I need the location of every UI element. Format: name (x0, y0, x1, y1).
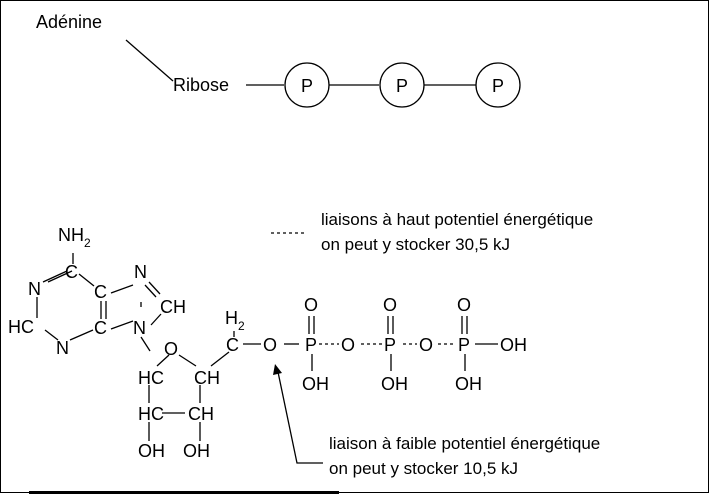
low-energy-pointer (277, 371, 323, 464)
atom-oh: OH (183, 441, 210, 461)
legend: liaisons à haut potentiel énergétique on… (271, 210, 600, 478)
atom-p: P (384, 335, 396, 355)
high-energy-line2: on peut y stocker 30,5 kJ (321, 235, 510, 254)
high-energy-line1: liaisons à haut potentiel énergétique (321, 210, 593, 229)
atom-n: N (28, 279, 41, 299)
atom-hc: HC (8, 317, 34, 337)
atom-o: O (341, 335, 355, 355)
low-energy-line1: liaison à faible potentiel énergétique (329, 434, 600, 453)
atom-oh: OH (302, 374, 329, 394)
adenine-ribose-link (125, 39, 174, 82)
atom-o: O (383, 295, 397, 315)
phosphate-label-3: P (492, 76, 504, 96)
atom-oh: OH (138, 441, 165, 461)
atom-o: O (419, 335, 433, 355)
atom-ch: CH (188, 404, 214, 424)
atom-c: C (226, 335, 239, 355)
atom-o: O (263, 335, 277, 355)
phosphate-circle-3 (475, 62, 521, 108)
phosphate-label-2: P (396, 76, 408, 96)
low-energy-arrowhead (273, 364, 282, 375)
atom-nh2: NH2 (58, 225, 91, 250)
atom-n: N (133, 318, 146, 338)
low-energy-line2: on peut y stocker 10,5 kJ (329, 459, 518, 478)
atom-o: O (164, 339, 178, 359)
atom-hc: HC (138, 368, 164, 388)
atom-oh: OH (500, 335, 527, 355)
atom-oh: OH (455, 374, 482, 394)
atp-schematic: Adénine Ribose P P P (36, 12, 521, 108)
atom-c: C (94, 318, 107, 338)
atom-o: O (457, 295, 471, 315)
atom-n: N (134, 262, 147, 282)
atom-ch: CH (194, 368, 220, 388)
atom-c: C (94, 282, 107, 302)
atom-n: N (56, 338, 69, 358)
atom-hc: HC (138, 404, 164, 424)
atom-ch: CH (160, 297, 186, 317)
atom-c: C (65, 262, 78, 282)
ribose-label: Ribose (173, 75, 229, 95)
atom-p: P (458, 335, 470, 355)
atom-oh: OH (381, 374, 408, 394)
atom-p: P (305, 335, 317, 355)
atom-o: O (304, 295, 318, 315)
bonds (36, 253, 498, 441)
adenine-label: Adénine (36, 12, 102, 32)
atom-h2: H2 (225, 308, 245, 333)
structural-formula: NH2 C N HC N C C N CH N O HC CH HC CH OH… (8, 225, 527, 461)
phosphate-label-1: P (301, 76, 313, 96)
